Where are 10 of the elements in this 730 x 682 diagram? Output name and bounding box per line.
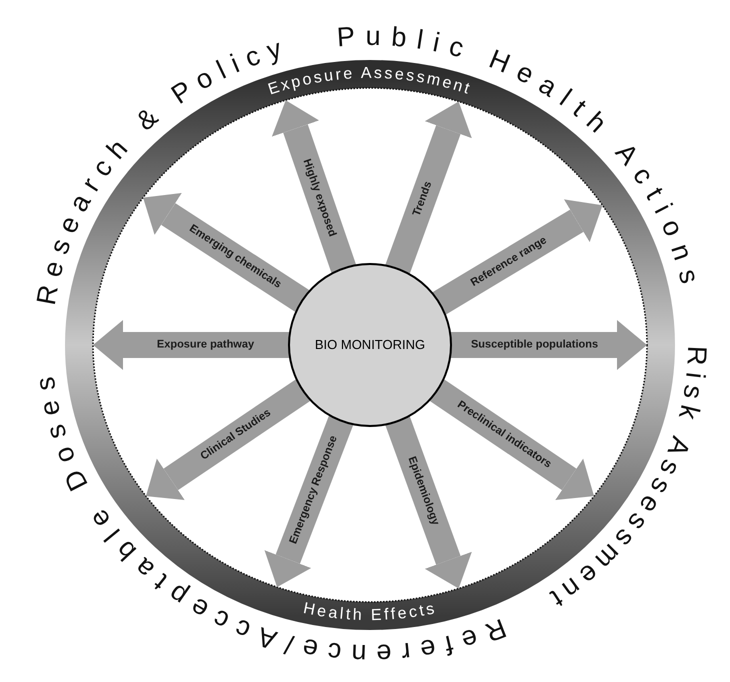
arrow <box>146 378 313 500</box>
arrow <box>143 193 312 314</box>
arrow <box>427 378 594 500</box>
arrow <box>272 100 357 276</box>
edge-label: Susceptible populations <box>470 340 598 350</box>
edge-label: Exposure pathway <box>156 340 254 350</box>
arrow <box>430 199 602 316</box>
circle-label: BIO MONITORING <box>314 336 426 354</box>
arrow <box>93 320 292 370</box>
arrow <box>448 320 647 370</box>
